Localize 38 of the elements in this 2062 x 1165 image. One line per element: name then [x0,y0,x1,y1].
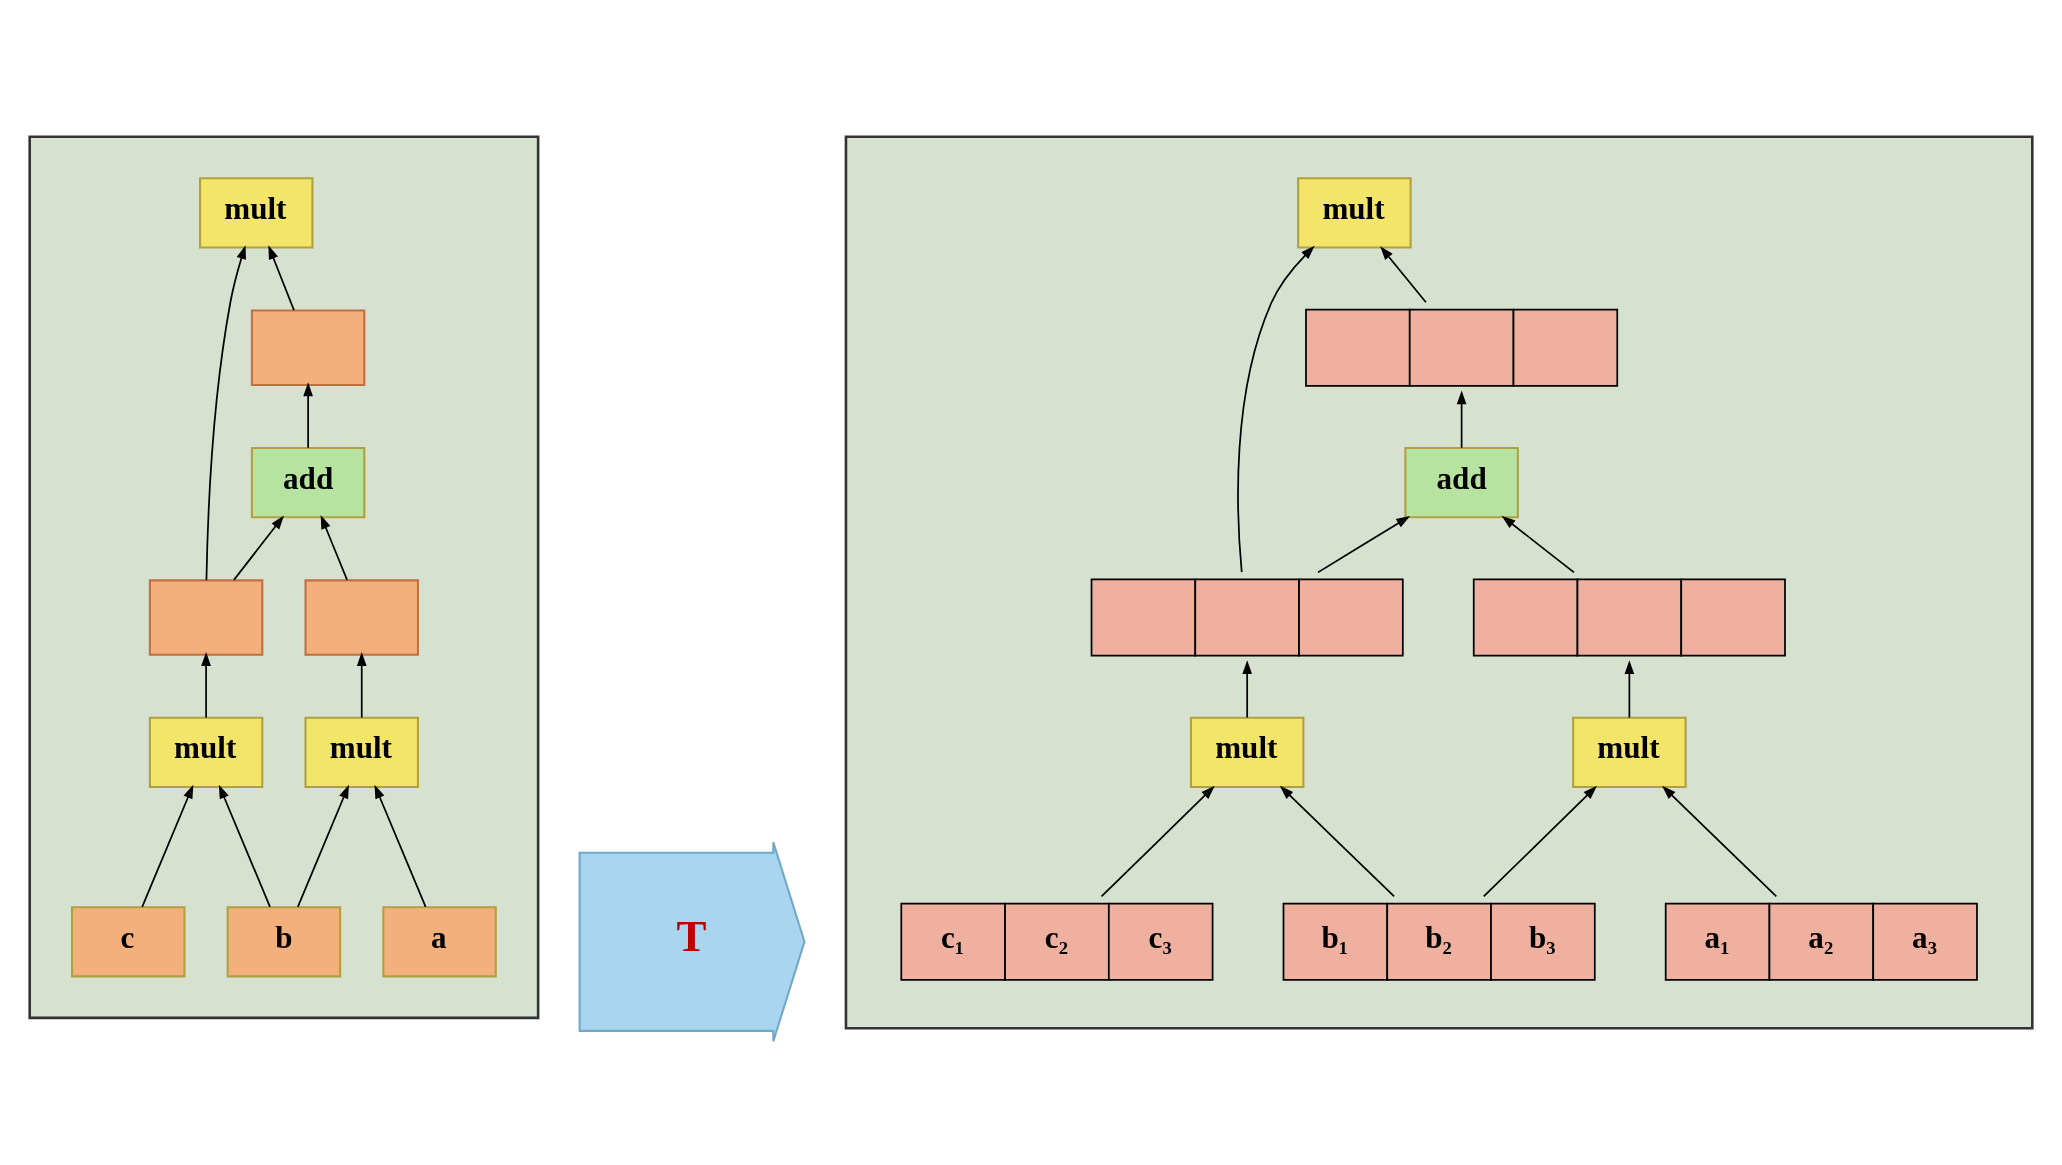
node-box: mult [199,177,314,249]
cluster [28,135,540,1020]
arrow [1456,390,1467,449]
node-box: b [226,906,342,978]
arrow [205,245,246,582]
arrow [303,382,313,449]
arrow [1242,660,1252,719]
node-box [148,579,264,656]
node-box: a [382,906,497,978]
arrow [1279,785,1395,898]
node-box: add [250,447,366,519]
arrow [296,784,349,908]
arrow [1317,515,1411,574]
arrow [320,515,348,581]
arrow [356,652,367,719]
arrow [1662,785,1778,898]
node-box: mult [1297,177,1412,249]
arrow [233,515,284,581]
node-box: mult [1572,716,1687,789]
arrow [1501,515,1575,574]
arrow [201,652,211,719]
node-box [250,309,366,386]
arrow [218,784,271,908]
arrow [1237,245,1315,573]
node-box: mult [1189,716,1305,789]
arrow [374,784,427,908]
cluster [844,135,2034,1030]
arrow [141,784,194,908]
arrow [1100,785,1215,898]
node-box: add [1404,447,1519,519]
arrow [1624,660,1635,719]
node-box: c [71,906,186,978]
node-box [304,579,419,656]
arrow [1482,785,1597,898]
arrow [268,245,295,311]
arrow [1380,246,1427,304]
node-box: mult [304,716,419,789]
node-box: mult [148,716,264,789]
